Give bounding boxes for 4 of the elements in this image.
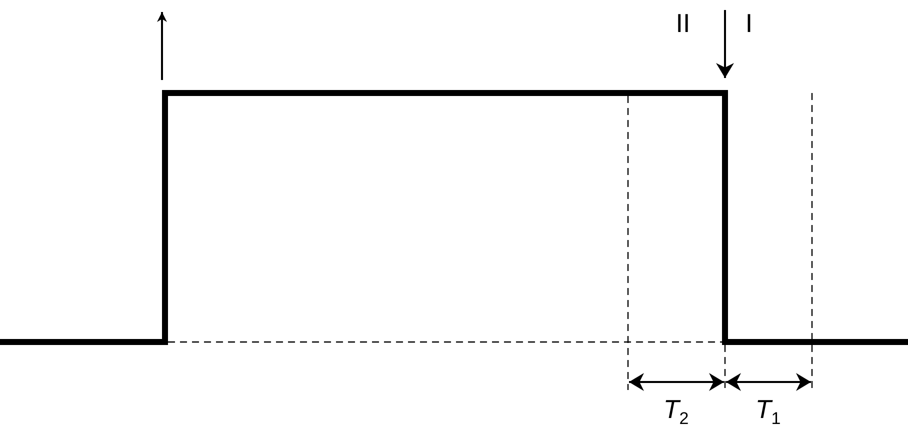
- signal-label: T$_{1}$: [755, 396, 781, 427]
- signal-label: II: [676, 10, 690, 36]
- signal-label: I: [745, 10, 753, 36]
- signal-label: T$_{2}$: [663, 396, 689, 427]
